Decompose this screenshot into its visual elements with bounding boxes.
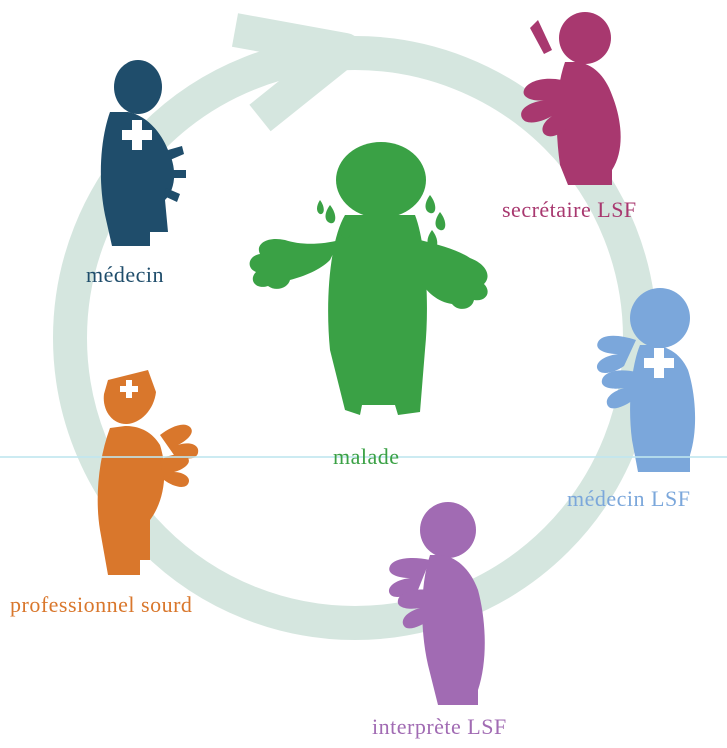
label-medecin: médecin: [86, 262, 164, 288]
label-professionnel-sourd: professionnel sourd: [10, 592, 192, 618]
interprete-figure-icon: [389, 502, 485, 705]
label-medecin-lsf: médecin LSF: [567, 486, 690, 512]
label-interprete-lsf: interprète LSF: [372, 714, 507, 740]
label-secretaire-lsf: secrétaire LSF: [502, 197, 637, 223]
secretaire-figure-icon: [521, 12, 621, 185]
label-malade: malade: [333, 444, 400, 470]
medecin-figure-icon: [101, 60, 186, 246]
malade-figure-icon: [250, 142, 488, 415]
